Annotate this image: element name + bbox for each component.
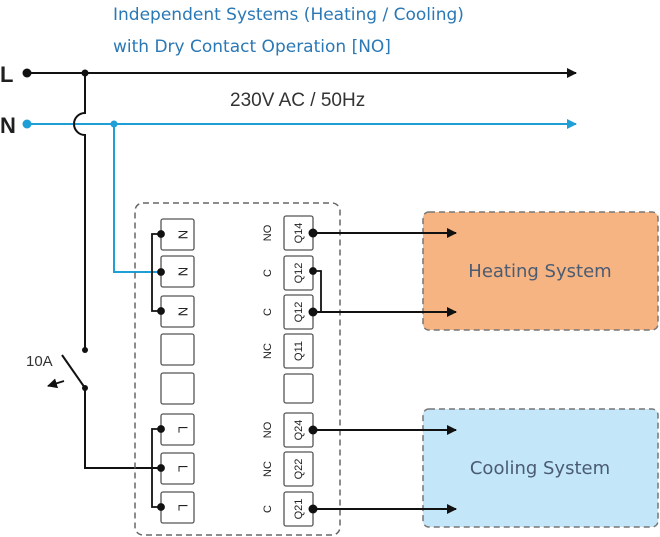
live-bus xyxy=(22,68,577,78)
breaker-rating: 10A xyxy=(26,353,53,370)
controller-outline xyxy=(134,202,341,536)
cooling-system-label: Cooling System xyxy=(470,458,610,479)
terminal-l-3-label: L xyxy=(176,504,191,511)
terminal-q22 xyxy=(283,451,314,487)
live-feed-wire xyxy=(84,388,161,469)
live-label: L xyxy=(0,62,13,87)
contact-label-q12-b: C xyxy=(262,308,274,316)
terminal-q11-id: Q11 xyxy=(293,341,305,361)
terminal-blank-2 xyxy=(160,372,195,405)
terminal-q12-a-id: Q12 xyxy=(293,263,305,284)
contact-label-q11: NC xyxy=(262,343,274,359)
voltage-label: 230V AC / 50Hz xyxy=(230,90,365,111)
neutral-jumper xyxy=(151,230,165,315)
heating-wires xyxy=(308,228,457,317)
contact-label-q22: NC xyxy=(262,461,274,477)
terminal-n-1-label: N xyxy=(176,230,191,239)
terminal-q24-id: Q24 xyxy=(293,420,305,441)
neutral-label: N xyxy=(0,113,16,138)
live-jumper xyxy=(151,425,165,511)
diagram-title-line-2: with Dry Contact Operation [NO] xyxy=(113,37,391,57)
right-terminal-block: Q14 Q12 Q12 Q11 Q24 Q22 Q21 NO C C NC NO… xyxy=(262,215,314,527)
contact-label-q24: NO xyxy=(262,421,274,438)
cooling-wires xyxy=(308,425,457,514)
contact-label-q14: NO xyxy=(262,224,274,241)
heating-system-box xyxy=(422,211,659,331)
diagram-title-line-1: Independent Systems (Heating / Cooling) xyxy=(113,5,464,25)
neutral-bus xyxy=(22,119,577,129)
live-drop-wire xyxy=(73,73,86,350)
terminal-q21-id: Q21 xyxy=(293,499,305,520)
neutral-feed-wire xyxy=(113,124,161,273)
terminal-blank-3 xyxy=(283,373,314,404)
terminal-l-2-label: L xyxy=(176,465,191,472)
terminal-l-1-label: L xyxy=(176,426,191,433)
terminal-q14-id: Q14 xyxy=(293,223,305,244)
contact-label-q12-a: C xyxy=(262,269,274,277)
contact-label-q21: C xyxy=(262,505,274,513)
heating-system-label: Heating System xyxy=(468,261,611,282)
cooling-system-box xyxy=(422,408,659,528)
terminal-n-3-label: N xyxy=(176,307,191,316)
terminal-q22-id: Q22 xyxy=(293,459,305,480)
terminal-blank-1 xyxy=(160,333,195,366)
terminal-q11 xyxy=(283,333,314,369)
terminal-q12-b-id: Q12 xyxy=(293,302,305,323)
terminal-n-2-label: N xyxy=(176,267,191,276)
breaker-switch xyxy=(47,354,88,391)
left-terminal-block: N N N L L L xyxy=(160,218,195,524)
